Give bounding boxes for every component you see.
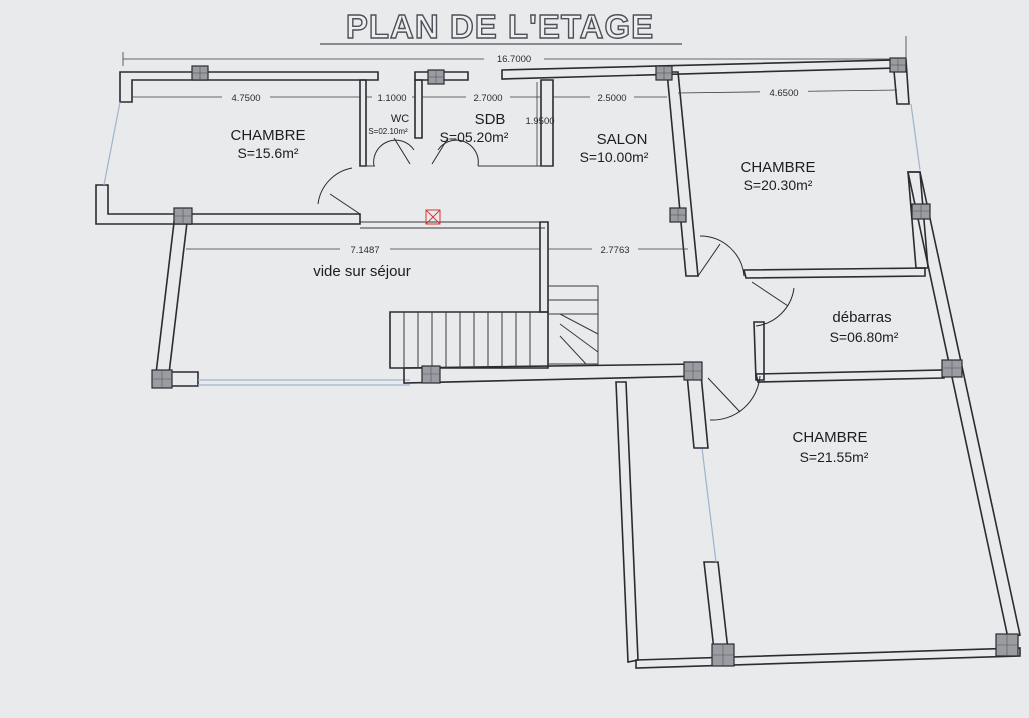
column-marker [995, 633, 1019, 657]
door-chambre-3 [707, 375, 761, 421]
salon-name: SALON [597, 131, 648, 148]
dim-salon: 2.5000 [597, 93, 626, 104]
door-sdb [431, 137, 479, 167]
chambre-2-name: CHAMBRE [740, 159, 815, 176]
dim-sdb-depth: 1.9500 [525, 116, 554, 127]
dimension-lines: 4.7500 1.1000 2.7000 1.9500 2.5000 4.650… [132, 82, 898, 256]
doors [317, 137, 795, 421]
column-marker [911, 203, 931, 220]
door-wc [373, 137, 415, 167]
column-marker [191, 65, 209, 81]
columns [151, 57, 1019, 667]
overall-dimension: 16.7000 [122, 36, 907, 66]
door-chambre-2 [697, 235, 745, 277]
chambre-2-area: S=20.30m² [744, 177, 813, 193]
salon-area: S=10.00m² [580, 149, 649, 165]
column-marker [941, 359, 963, 378]
wc-area: S=02.10m² [368, 127, 408, 136]
column-marker [151, 369, 173, 389]
column-marker [427, 69, 445, 85]
door-debarras [751, 281, 795, 327]
dim-chambre-1: 4.7500 [231, 93, 260, 104]
sdb-area: S=05.20m² [440, 129, 509, 145]
debarras-area: S=06.80m² [830, 329, 899, 345]
chambre-3-name: CHAMBRE [792, 429, 867, 446]
column-marker [421, 365, 441, 384]
chambre-1-area: S=15.6m² [237, 145, 298, 161]
wc-name: WC [391, 113, 409, 125]
column-marker [669, 207, 687, 223]
column-marker [655, 65, 673, 81]
chambre-1-name: CHAMBRE [230, 127, 305, 144]
staircase [389, 285, 599, 369]
title-text: PLAN DE L'ETAGE [346, 8, 654, 45]
column-marker [173, 207, 193, 225]
plan-title: PLAN DE L'ETAGE [320, 7, 682, 46]
stair-flight [403, 299, 599, 368]
dim-vide: 7.1487 [350, 245, 379, 256]
column-marker [683, 361, 703, 381]
chambre-3-area: S=21.55m² [800, 449, 869, 465]
dim-chambre-2: 4.6500 [769, 88, 798, 99]
dim-overall: 16.7000 [497, 54, 531, 65]
column-marker [711, 643, 735, 667]
cross-marker [425, 209, 441, 225]
column-marker [889, 57, 907, 73]
door-chambre-1 [317, 167, 361, 215]
dim-wc: 1.1000 [377, 93, 406, 104]
room-labels: CHAMBRE S=15.6m² WC S=02.10m² SDB S=05.2… [230, 111, 898, 465]
debarras-name: débarras [832, 309, 891, 326]
dim-sdb: 2.7000 [473, 93, 502, 104]
dim-salon-depth: 2.7763 [600, 245, 629, 256]
sdb-name: SDB [475, 111, 506, 128]
vide-name: vide sur séjour [313, 263, 411, 280]
